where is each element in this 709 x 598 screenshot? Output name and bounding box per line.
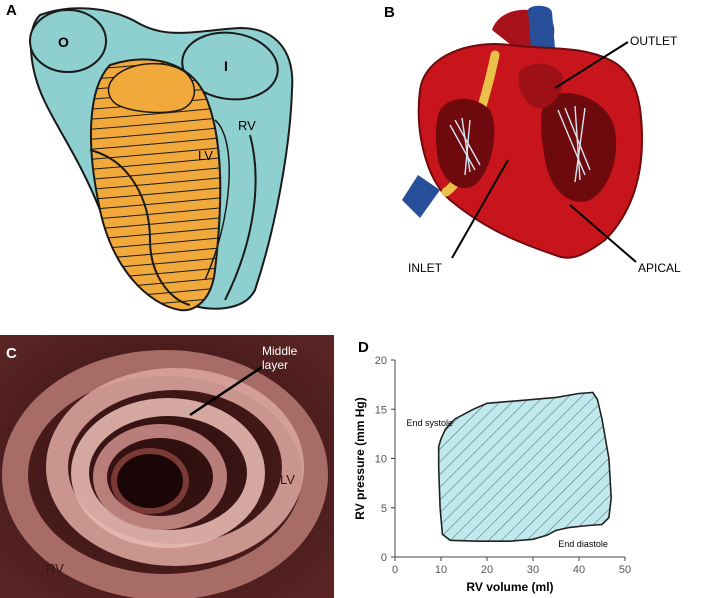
rv-inner-line [224, 134, 257, 301]
panel-a: A O I RV LV [0, 0, 300, 320]
lv-body [90, 58, 222, 312]
lv-top-opening [107, 62, 195, 114]
lv-inner-line [204, 119, 230, 281]
label-outlet: OUTLET [630, 34, 678, 48]
chart-axes: 0 10 20 30 40 50 0 5 10 15 20 [375, 355, 631, 576]
label-middle-layer-line2: layer [262, 358, 289, 372]
panel-b-diagram: OUTLET INLET APICAL [402, 5, 681, 275]
panel-d-letter: D [358, 339, 369, 356]
label-apical: APICAL [638, 261, 681, 275]
end-systole-label: End systole [407, 418, 454, 428]
outflow-circle [29, 9, 107, 73]
x-tick-label: 50 [619, 564, 631, 576]
lv-fiber-line [90, 155, 221, 171]
lv-fiber-line [90, 115, 221, 131]
panel-c-letter: C [6, 345, 17, 362]
y-axis-label: RV pressure (mm Hg) [353, 397, 367, 519]
lv-fiber-line [90, 125, 221, 141]
panel-b-letter: B [384, 4, 395, 21]
outlet-pointer [554, 41, 629, 89]
chordae-tendineae [449, 105, 591, 183]
apical-pointer [569, 204, 637, 263]
label-c-lv: LV [280, 472, 295, 487]
label-i: I [224, 58, 228, 74]
pv-loop-area [437, 391, 613, 542]
x-tick-label: 0 [392, 564, 398, 576]
myocardial-bands [2, 350, 328, 598]
y-tick-label: 5 [381, 503, 387, 515]
x-axis-label: RV volume (ml) [466, 580, 553, 594]
lv-fiber-line [90, 165, 221, 181]
inferior-vessel [402, 175, 440, 218]
outlet-tract [518, 63, 563, 109]
pv-loop-chart: 0 10 20 30 40 50 0 5 10 15 20 RV volume (ml) RV pr… [353, 355, 631, 594]
y-tick-label: 20 [375, 355, 387, 367]
lv-fiber-line [90, 135, 221, 151]
label-inlet: INLET [408, 261, 443, 275]
lv-fiber-line [90, 145, 221, 161]
panel-b: B OUTLET INLET APICAL [380, 0, 709, 320]
x-tick-label: 30 [527, 564, 539, 576]
y-tick-label: 15 [375, 404, 387, 416]
end-diastole-label: End diastole [558, 539, 608, 549]
label-middle-layer: Middle layer [262, 344, 297, 372]
panel-a-diagram: O I RV LV [29, 7, 294, 312]
inflow-ellipse [181, 31, 279, 101]
label-rv: RV [238, 118, 256, 133]
lv-chamber [541, 93, 617, 202]
label-c-rv: RV [46, 561, 64, 576]
x-tick-label: 10 [435, 564, 447, 576]
lv-fiber-line [90, 105, 221, 121]
label-middle-layer-line1: Middle [262, 344, 298, 358]
y-tick-label: 0 [381, 552, 387, 564]
panel-a-letter: A [6, 2, 17, 19]
lv-fiber-line [90, 185, 221, 201]
x-tick-label: 20 [481, 564, 493, 576]
label-o: O [58, 34, 69, 50]
panel-c-photo [0, 335, 334, 598]
inlet-pointer [451, 159, 509, 259]
septum-line [89, 149, 191, 306]
y-tick-label: 10 [375, 454, 387, 466]
label-lv: LV [198, 148, 213, 163]
lv-fiber-line [90, 175, 221, 191]
middle-layer-pointer [189, 365, 263, 417]
panel-d: D 0 10 20 30 40 50 0 5 10 15 20 RV volume (ml) RV … [350, 335, 709, 598]
panel-c: C Middle layer LV RV [0, 335, 334, 598]
x-tick-label: 40 [573, 564, 585, 576]
